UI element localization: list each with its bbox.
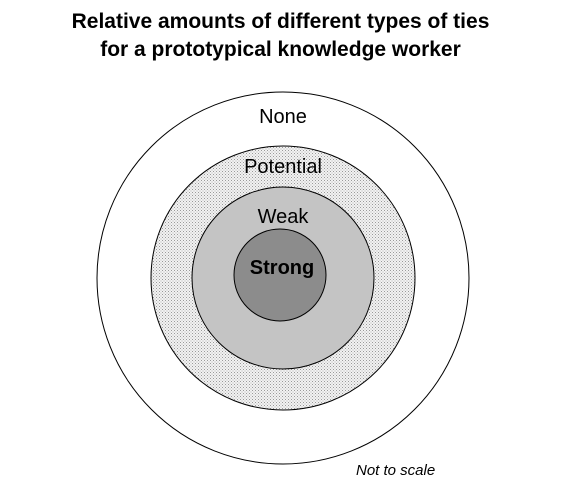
diagram-title: Relative amounts of different types of t… [0, 8, 561, 64]
ring-label-strong: Strong [250, 257, 314, 279]
scale-note: Not to scale [356, 462, 436, 479]
title-line-2: for a prototypical knowledge worker [100, 38, 461, 61]
ring-strong [233, 228, 327, 322]
ring-label-none: None [259, 106, 307, 128]
ring-label-weak: Weak [258, 206, 310, 228]
ring-label-potential: Potential [244, 156, 322, 178]
title-line-1: Relative amounts of different types of t… [71, 10, 490, 33]
